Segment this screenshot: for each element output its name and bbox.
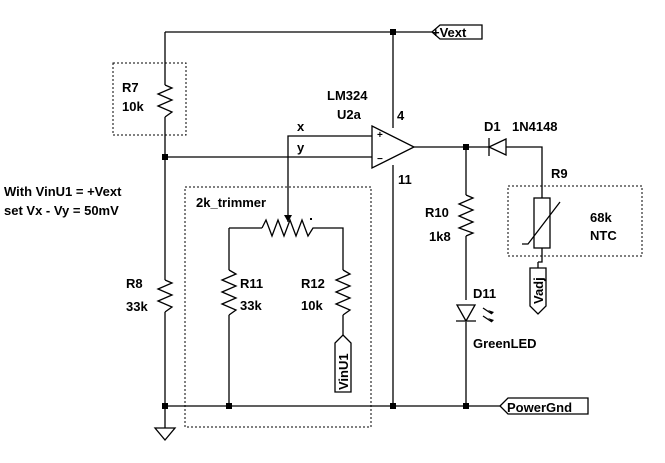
r8-value: 33k <box>126 299 148 314</box>
junction-vext-opamp <box>390 29 396 35</box>
opamp-ref: U2a <box>337 107 362 122</box>
opamp-plus-sign: + <box>377 130 383 141</box>
r9-type: NTC <box>590 228 617 243</box>
wires <box>164 31 543 428</box>
junction-gnd-r8 <box>162 403 168 409</box>
r11-value: 33k <box>240 298 262 313</box>
d11-part: GreenLED <box>473 336 537 351</box>
junction-gnd-opamp <box>390 403 396 409</box>
resistor-r7: R7 10k <box>112 62 187 136</box>
pin-vminus: 11 <box>398 172 412 187</box>
diode-d1: D1 1N4148 <box>484 119 558 157</box>
pin-vplus: 4 <box>397 108 405 123</box>
vadj-port: Vadj <box>529 267 547 315</box>
d1-part: 1N4148 <box>512 119 558 134</box>
r8-ref: R8 <box>126 276 143 291</box>
trimmer-name: 2k_trimmer <box>196 195 266 210</box>
thermistor-r9: R9 68k NTC <box>507 166 643 257</box>
d1-ref: D1 <box>484 119 501 134</box>
vinu1-label: VinU1 <box>336 353 351 390</box>
junction-output <box>463 144 469 150</box>
d11-ref: D11 <box>473 286 496 301</box>
r12-value: 10k <box>301 298 323 313</box>
junction-gnd-led <box>463 403 469 409</box>
r7-value: 10k <box>122 99 144 114</box>
r12-ref: R12 <box>301 276 325 291</box>
vext-label: +Vext <box>432 25 467 40</box>
junction-gnd-r11 <box>226 403 232 409</box>
powergnd-port: PowerGnd <box>499 397 589 415</box>
vadj-label: Vadj <box>531 277 546 304</box>
r9-value: 68k <box>590 210 612 225</box>
powergnd-label: PowerGnd <box>507 400 572 415</box>
r10-value: 1k8 <box>429 229 451 244</box>
r10-ref: R10 <box>425 205 449 220</box>
vext-port: +Vext <box>431 24 483 40</box>
note-line-1: With VinU1 = +Vext <box>4 184 122 199</box>
trimmer-network: 2k_trimmer R11 33k R12 10k <box>184 186 372 428</box>
r11-ref: R11 <box>240 276 263 291</box>
vinu1-port: VinU1 <box>334 334 352 393</box>
opamp-u2a: + − LM324 U2a 4 11 <box>327 88 416 187</box>
junctions <box>162 29 469 409</box>
resistor-r10: R10 1k8 <box>425 194 475 244</box>
r7-ref: R7 <box>122 80 139 95</box>
ground-symbol <box>153 427 177 442</box>
resistor-r8: R8 33k <box>126 276 174 314</box>
node-x-label: x <box>297 119 305 134</box>
node-y-label: y <box>297 140 305 155</box>
r9-ref: R9 <box>551 166 568 181</box>
opamp-part: LM324 <box>327 88 368 103</box>
junction-y-node <box>162 154 168 160</box>
led-d11: D11 GreenLED <box>455 286 537 351</box>
note-line-2: set Vx - Vy = 50mV <box>4 203 119 218</box>
opamp-minus-sign: − <box>377 154 383 165</box>
